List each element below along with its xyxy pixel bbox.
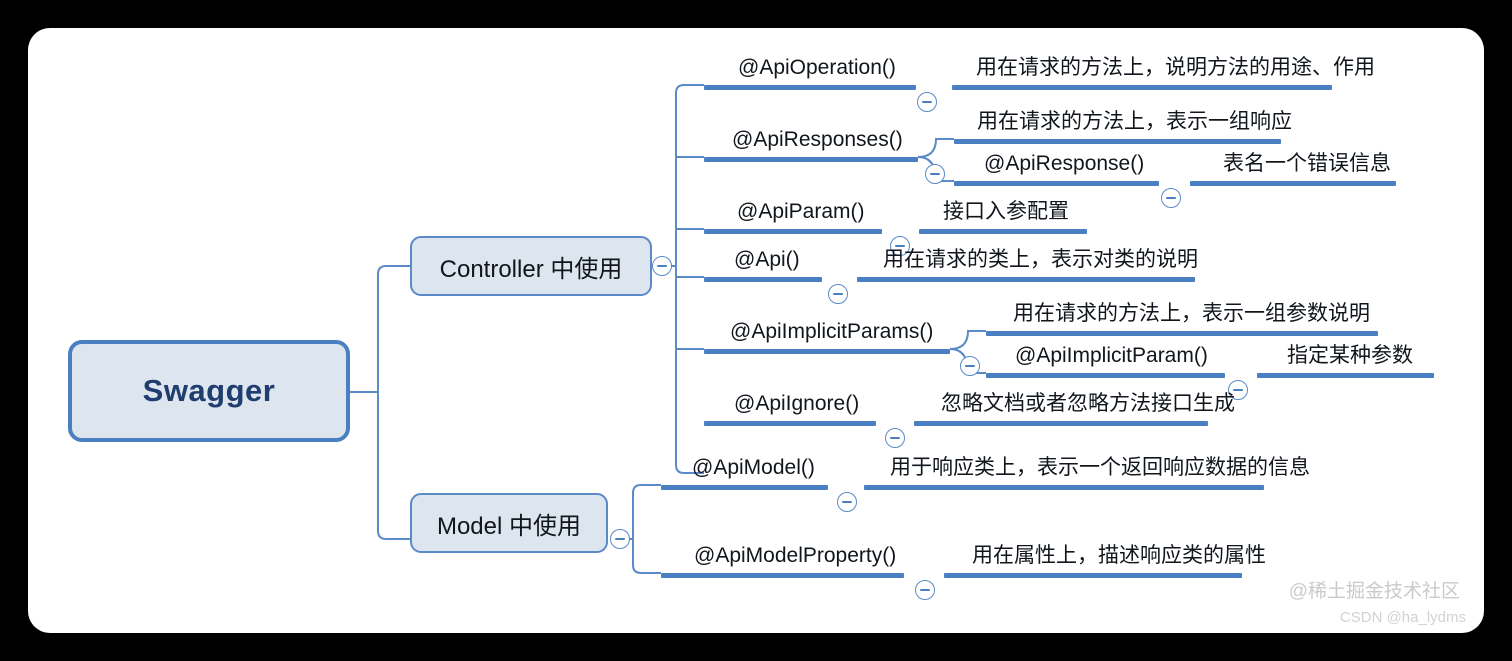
leaf-apiimplicitparam-desc-label: 指定某种参数 <box>1287 344 1413 367</box>
toggle-apiparam[interactable] <box>890 236 910 256</box>
leaf-apioperation-label: @ApiOperation() <box>738 56 896 79</box>
leaf-underline <box>919 229 1087 234</box>
leaf-underline <box>704 421 876 426</box>
leaf-apiignore-label: @ApiIgnore() <box>734 392 860 415</box>
leaf-api-label: @Api() <box>734 248 800 271</box>
leaf-apiimplicitparams-label: @ApiImplicitParams() <box>730 320 934 343</box>
toggle-model[interactable] <box>610 529 630 549</box>
leaf-apiimplicitparams-desc-label: 用在请求的方法上，表示一组参数说明 <box>1013 302 1370 325</box>
leaf-underline <box>704 157 918 162</box>
toggle-controller[interactable] <box>652 256 672 276</box>
leaf-underline <box>1190 181 1396 186</box>
leaf-underline <box>704 277 822 282</box>
leaf-apimodel-label: @ApiModel() <box>692 456 815 479</box>
leaf-underline <box>704 229 882 234</box>
leaf-apioperation-desc-label: 用在请求的方法上，说明方法的用途、作用 <box>976 56 1375 79</box>
branch-node-model[interactable]: Model 中使用 <box>410 493 608 553</box>
toggle-api[interactable] <box>828 284 848 304</box>
watermark-author: CSDN @ha_lydms <box>1339 609 1466 626</box>
leaf-underline <box>704 349 950 354</box>
leaf-underline <box>954 181 1159 186</box>
leaf-apiresponses-desc-label: 用在请求的方法上，表示一组响应 <box>977 110 1292 133</box>
leaf-underline <box>661 573 904 578</box>
leaf-underline <box>661 485 828 490</box>
leaf-underline <box>986 331 1378 336</box>
leaf-underline <box>944 573 1242 578</box>
leaf-underline <box>857 277 1195 282</box>
leaf-apimodelproperty-label: @ApiModelProperty() <box>694 544 897 567</box>
leaf-apimodel-desc-label: 用于响应类上，表示一个返回响应数据的信息 <box>890 456 1310 479</box>
leaf-apiresponse-label: @ApiResponse() <box>984 152 1145 175</box>
watermark-community: @稀土掘金技术社区 <box>1288 581 1460 602</box>
toggle-apiresponse[interactable] <box>1161 188 1181 208</box>
leaf-underline <box>954 139 1281 144</box>
leaf-apiparam-label: @ApiParam() <box>737 200 865 223</box>
leaf-apiimplicitparam-label: @ApiImplicitParam() <box>1015 344 1208 367</box>
leaf-underline <box>914 421 1208 426</box>
toggle-apiimplicitparam[interactable] <box>1228 380 1248 400</box>
leaf-api-desc-label: 用在请求的类上，表示对类的说明 <box>883 248 1198 271</box>
toggle-apimodel[interactable] <box>837 492 857 512</box>
leaf-underline <box>1257 373 1434 378</box>
diagram-card: Swagger Controller 中使用 @ApiOperation() 用… <box>28 28 1484 633</box>
toggle-apiignore[interactable] <box>885 428 905 448</box>
leaf-underline <box>986 373 1225 378</box>
leaf-apiresponse-desc-label: 表名一个错误信息 <box>1223 152 1391 175</box>
leaf-underline <box>864 485 1264 490</box>
leaf-apiparam-desc-label: 接口入参配置 <box>943 200 1069 223</box>
leaf-apimodelproperty-desc-label: 用在属性上，描述响应类的属性 <box>972 544 1266 567</box>
leaf-apiresponses-label: @ApiResponses() <box>732 128 903 151</box>
leaf-underline <box>952 85 1332 90</box>
toggle-apiresponses[interactable] <box>925 164 945 184</box>
leaf-underline <box>704 85 916 90</box>
root-node[interactable]: Swagger <box>68 340 350 442</box>
leaf-apiignore-desc-label: 忽略文档或者忽略方法接口生成 <box>941 392 1235 415</box>
root-node-label: Swagger <box>142 373 276 408</box>
toggle-apiimplicitparams[interactable] <box>960 356 980 376</box>
toggle-apimodelproperty[interactable] <box>915 580 935 600</box>
branch-node-controller[interactable]: Controller 中使用 <box>410 236 652 296</box>
branch-node-model-label: Model 中使用 <box>436 512 582 540</box>
toggle-apioperation[interactable] <box>917 92 937 112</box>
branch-node-controller-label: Controller 中使用 <box>439 255 623 283</box>
